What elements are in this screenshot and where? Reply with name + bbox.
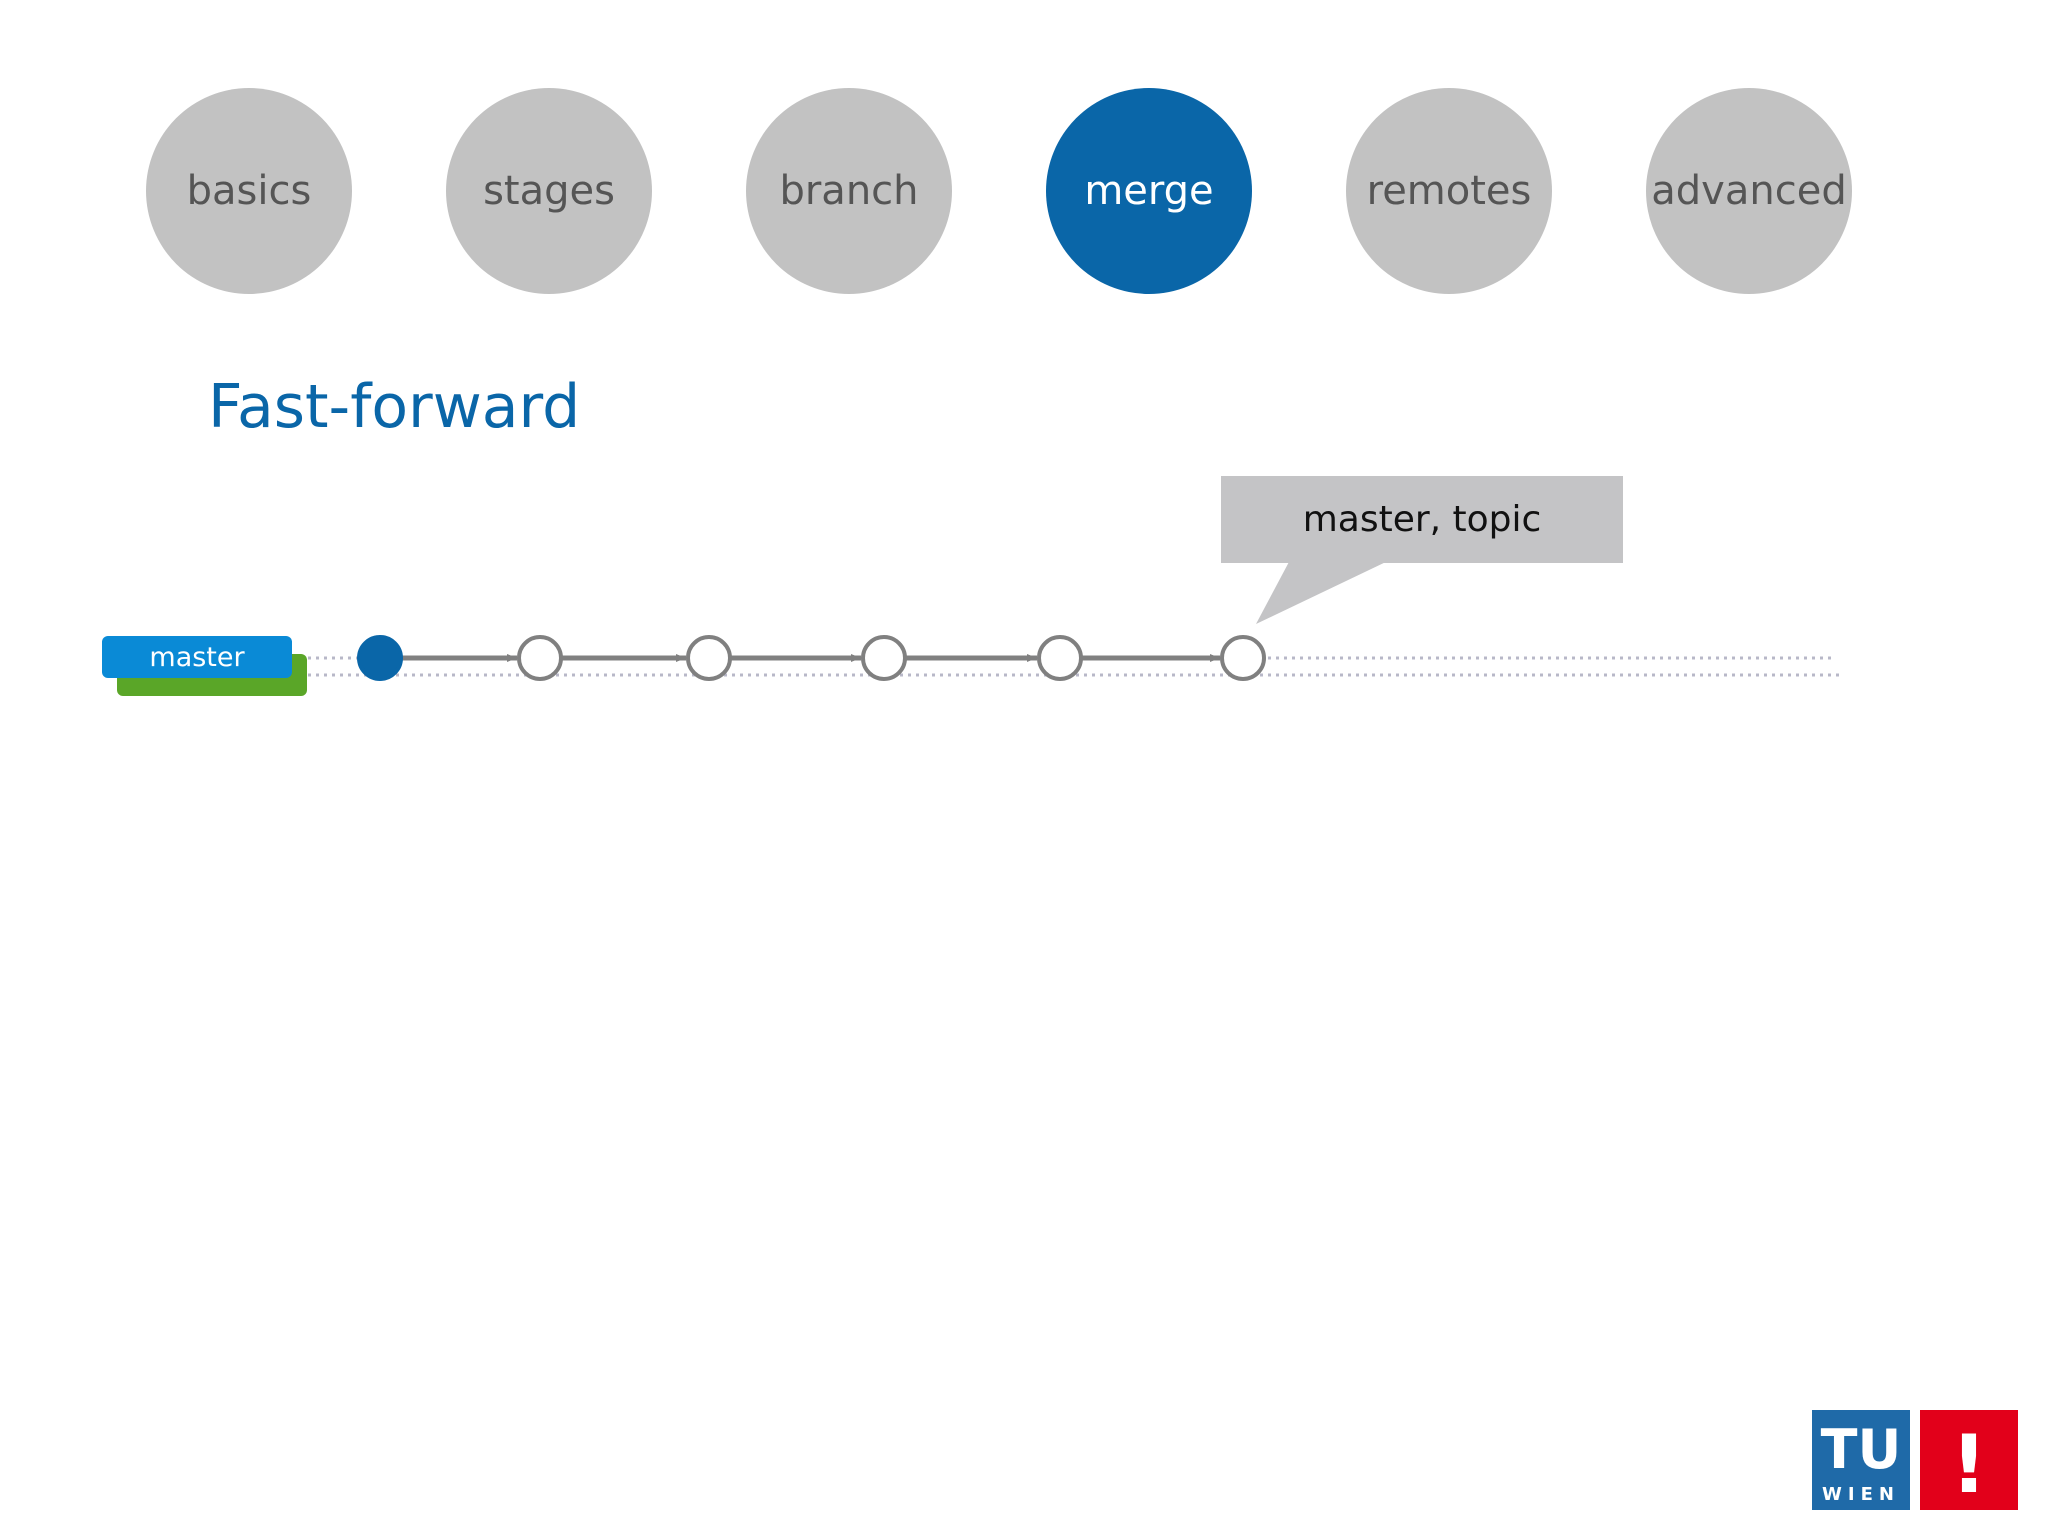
commit-node [357,635,403,681]
commit-node [517,635,563,681]
nav-item-merge[interactable]: merge [1046,88,1252,294]
callout-text: master, topic [1302,499,1542,540]
nav-item-label: branch [779,168,919,214]
slide-title: Fast-forward [208,372,581,442]
nav-item-label: remotes [1366,168,1532,214]
nav-item-label: advanced [1651,168,1847,214]
graph-layer [357,635,1266,681]
nav-item-branch[interactable]: branch [746,88,952,294]
logo-mark: ! [1951,1418,1987,1510]
nav-item-stages[interactable]: stages [446,88,652,294]
tu-wien-logo: TU WIEN ! [1812,1410,2018,1510]
commit-node [861,635,907,681]
nav-item-remotes[interactable]: remotes [1346,88,1552,294]
logo-text-top: TU [1821,1418,1902,1481]
nav-item-advanced[interactable]: advanced [1646,88,1852,294]
nav-item-label: stages [483,168,615,214]
commit-node [1220,635,1266,681]
nav-item-label: merge [1084,168,1214,214]
callout-pointer [1256,560,1390,624]
branch-tag-label: master [149,641,245,673]
commit-node [686,635,732,681]
branch-tag-master: master [102,636,292,678]
logo-text-bottom: WIEN [1822,1484,1900,1505]
branch-callout: master, topic [1221,476,1623,563]
section-nav: basics stages branch merge remotes advan… [0,88,2048,294]
nav-item-label: basics [186,168,312,214]
nav-item-basics[interactable]: basics [146,88,352,294]
commit-node [1037,635,1083,681]
